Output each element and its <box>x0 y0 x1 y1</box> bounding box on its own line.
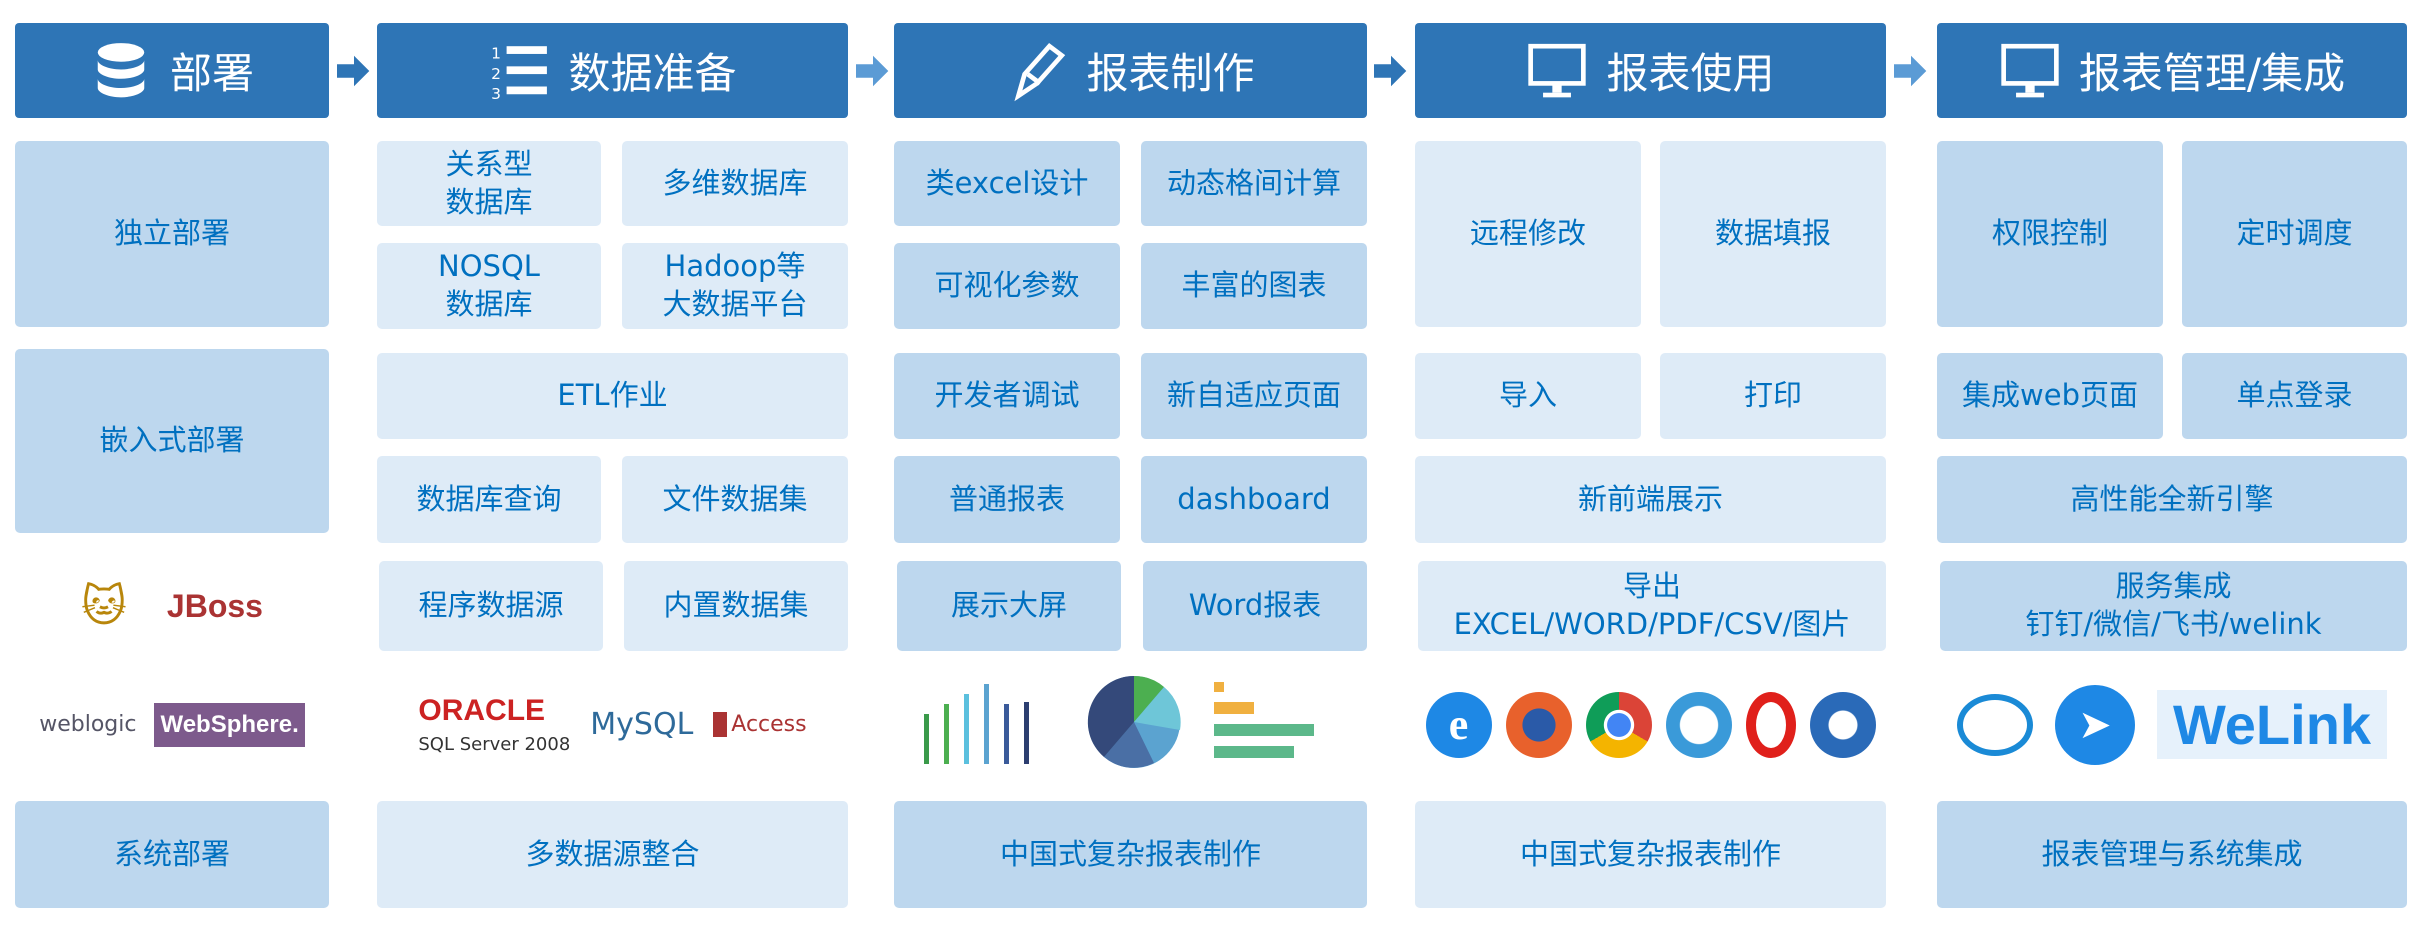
tile-standalone-deploy: 独立部署 <box>15 141 329 327</box>
header-label: 数据准备 <box>568 49 737 98</box>
app-server-logos-2: weblogic WebSphere. <box>15 674 329 775</box>
header-report-use: 报表使用 <box>1415 23 1886 118</box>
tile-import: 导入 <box>1415 353 1641 439</box>
tile-excel-design: 类excel设计 <box>894 141 1120 226</box>
tile-big-screen: 展示大屏 <box>897 561 1121 651</box>
dingtalk-logo-icon: ➤ <box>2054 684 2135 765</box>
footer-multi-datasource: 多数据源整合 <box>377 801 848 908</box>
tile-db-query: 数据库查询 <box>377 456 601 543</box>
tile-dashboard: dashboard <box>1141 456 1367 543</box>
arrow-right-icon <box>1374 55 1407 87</box>
footer-chinese-report-2: 中国式复杂报表制作 <box>1415 801 1886 908</box>
footer-system-deploy: 系统部署 <box>15 801 329 908</box>
header-label: 部署 <box>169 49 254 98</box>
tile-file-dataset: 文件数据集 <box>622 456 848 543</box>
tile-data-entry: 数据填报 <box>1660 141 1886 327</box>
chrome-logo-icon <box>1585 691 1652 758</box>
chart-samples-image <box>924 675 1314 768</box>
pencil-icon <box>1014 42 1066 101</box>
database-logos: ORACLE SQL Server 2008 MySQL Access <box>377 674 848 775</box>
tile-etl: ETL作业 <box>377 353 848 439</box>
weblogic-logo: weblogic <box>39 712 137 737</box>
tile-adaptive-page: 新自适应页面 <box>1141 353 1367 439</box>
arrow-right-icon <box>856 55 889 87</box>
tile-nosql-db: NOSQL 数据库 <box>377 243 601 329</box>
app-server-logos: 🐱 JBoss <box>15 561 329 651</box>
maxthon-logo-icon <box>1809 691 1876 758</box>
jboss-logo: JBoss <box>166 587 263 624</box>
access-logo: Access <box>713 712 807 737</box>
ie-logo-icon: e <box>1425 691 1492 758</box>
database-icon <box>97 42 145 97</box>
tile-new-frontend: 新前端展示 <box>1415 456 1886 543</box>
tile-olap-db: 多维数据库 <box>622 141 848 226</box>
svg-text:1: 1 <box>492 44 502 62</box>
header-deploy: 部署 <box>15 23 329 118</box>
tile-rich-charts: 丰富的图表 <box>1141 243 1367 329</box>
tile-service-integration: 服务集成 钉钉/微信/飞书/welink <box>1940 561 2407 651</box>
header-report-manage: 报表管理/集成 <box>1937 23 2407 118</box>
header-data-prep: 1 2 3 数据准备 <box>377 23 848 118</box>
arrow-right-icon <box>1894 55 1927 87</box>
tile-visual-params: 可视化参数 <box>894 243 1120 329</box>
header-label: 报表使用 <box>1606 49 1775 98</box>
svg-text:2: 2 <box>492 64 502 82</box>
footer-chinese-report: 中国式复杂报表制作 <box>894 801 1367 908</box>
integration-logos: ➤ WeLink <box>1937 674 2407 775</box>
tile-builtin-dataset: 内置数据集 <box>624 561 848 651</box>
header-label: 报表制作 <box>1086 49 1255 98</box>
welink-logo: WeLink <box>2156 690 2388 759</box>
monitor-icon <box>1528 43 1587 97</box>
tile-dev-debug: 开发者调试 <box>894 353 1120 439</box>
safari-logo-icon <box>1665 691 1732 758</box>
firefox-logo-icon <box>1505 691 1572 758</box>
bar-chart-icon <box>924 684 1029 764</box>
browser-logos: e <box>1415 674 1886 775</box>
svg-text:3: 3 <box>492 84 502 101</box>
header-report-design: 报表制作 <box>894 23 1367 118</box>
oracle-logo: ORACLE <box>418 694 546 727</box>
sqlserver-logo: SQL Server 2008 <box>418 734 571 755</box>
wechat-work-logo-icon <box>1956 693 2033 756</box>
tile-relational-db: 关系型 数据库 <box>377 141 601 226</box>
tile-sso: 单点登录 <box>2182 353 2407 439</box>
tomcat-logo-icon: 🐱 <box>81 580 127 632</box>
tile-permission: 权限控制 <box>1937 141 2163 327</box>
tile-embedded-deploy: 嵌入式部署 <box>15 349 329 533</box>
tile-print: 打印 <box>1660 353 1886 439</box>
tile-program-datasource: 程序数据源 <box>379 561 603 651</box>
tile-dynamic-calc: 动态格间计算 <box>1141 141 1367 226</box>
tile-web-integration: 集成web页面 <box>1937 353 2163 439</box>
tile-word-report: Word报表 <box>1143 561 1367 651</box>
footer-report-manage: 报表管理与系统集成 <box>1937 801 2407 908</box>
pie-chart-icon <box>1087 675 1181 768</box>
monitor-icon <box>2001 43 2059 97</box>
tile-schedule: 定时调度 <box>2182 141 2407 327</box>
tile-engine: 高性能全新引擎 <box>1937 456 2407 543</box>
header-label: 报表管理/集成 <box>2078 49 2346 98</box>
tile-normal-report: 普通报表 <box>894 456 1120 543</box>
websphere-logo: WebSphere. <box>154 702 305 747</box>
numbered-list-icon: 1 2 3 <box>492 44 548 102</box>
tile-hadoop: Hadoop等 大数据平台 <box>622 243 848 329</box>
mysql-logo: MySQL <box>590 707 694 742</box>
opera-logo-icon <box>1745 691 1796 758</box>
tile-remote-edit: 远程修改 <box>1415 141 1641 327</box>
arrow-right-icon <box>337 55 370 87</box>
hbar-chart-icon <box>1214 682 1314 758</box>
tile-export: 导出 EXCEL/WORD/PDF/CSV/图片 <box>1418 561 1886 651</box>
